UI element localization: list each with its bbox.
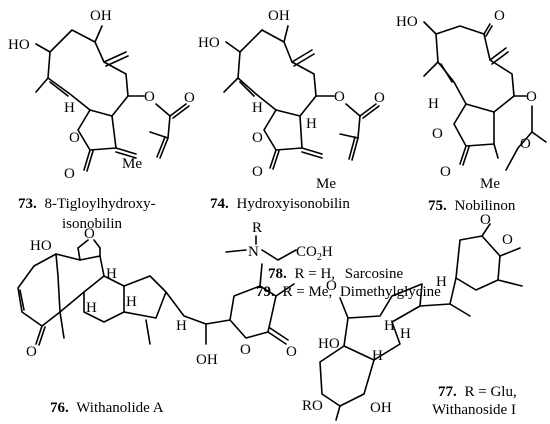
atom-o-74-ring: O (252, 130, 263, 146)
atom-r-78: R (252, 220, 262, 236)
caption-75-name: Nobilinon (455, 198, 516, 214)
atom-h-77c: H (372, 348, 383, 364)
atom-o-74-ester: O (334, 89, 345, 105)
atom-ho-75: HO (396, 14, 418, 30)
caption-79: 79. R = Me, Dimethylglycine (256, 284, 441, 300)
atom-h-73: H (64, 100, 75, 116)
caption-77-line1: 77. R = Glu, (438, 384, 517, 400)
caption-73-line2: isonobilin (62, 216, 123, 232)
caption-73-line1: 73. 8-Tigloylhydroxy- (18, 196, 156, 212)
structure-75: HO O O H O O O Me (396, 8, 547, 192)
caption-78-r: R = H, (295, 266, 336, 282)
atom-h-76b: H (86, 300, 97, 316)
atom-me-74: Me (316, 176, 336, 192)
structure-74: OH HO O H H O O O Me (198, 8, 385, 192)
atom-o-74-ester2: O (374, 90, 385, 106)
atom-o-76-lac2: O (286, 344, 297, 360)
atom-ho-74: HO (198, 35, 220, 51)
atom-o-74-co: O (252, 164, 263, 180)
atom-h-75: H (428, 96, 439, 112)
atom-oh-73-top: OH (90, 8, 112, 24)
caption-75-number: 75. (428, 198, 447, 214)
atom-ro-77: RO (302, 398, 323, 414)
atom-h-76a: H (106, 266, 117, 282)
atom-o-75-ester2: O (520, 136, 531, 152)
caption-77-r: R = Glu, (465, 384, 517, 400)
caption-79-r: R = Me, (283, 284, 333, 300)
caption-77-line2: Withanoside I (432, 402, 516, 418)
structure-77: O O H O H H H HO RO OH (302, 212, 523, 421)
atom-o-75-co: O (440, 164, 451, 180)
atom-h-77d: H (400, 326, 411, 342)
caption-78: 78. R = H, Sarcosine (268, 266, 403, 282)
caption-79-number: 79. (256, 284, 275, 300)
caption-75: 75. Nobilinon (428, 198, 516, 214)
atom-o-76-lac: O (240, 342, 251, 358)
caption-76-name: Withanolide A (76, 400, 163, 416)
atom-h-76c: H (126, 294, 137, 310)
caption-74-name: Hydroxyisonobilin (237, 196, 351, 212)
atom-o-77-co: O (502, 232, 513, 248)
atom-h-74a: H (252, 100, 263, 116)
atom-oh-76: OH (196, 352, 218, 368)
atom-o-73-ring: O (69, 130, 80, 146)
structure-73: OH HO O H O O O Me (8, 8, 195, 182)
caption-78-number: 78. (268, 266, 287, 282)
atom-o-77-epox: O (326, 278, 337, 294)
atom-me-75: Me (480, 176, 500, 192)
atom-co2h: CO2H (296, 244, 333, 263)
structure-78-79: R N CO2H (225, 220, 333, 263)
caption-76-number: 76. (50, 400, 69, 416)
caption-74-number: 74. (210, 196, 229, 212)
caption-73-number: 73. (18, 196, 37, 212)
atom-o-76-epox: O (84, 226, 95, 242)
atom-o-73-co: O (64, 166, 75, 182)
atom-o-73-ester2: O (184, 90, 195, 106)
atom-o-75-ketone: O (494, 8, 505, 24)
atom-ho-73: HO (8, 37, 30, 53)
atom-h-74b: H (306, 116, 317, 132)
atom-o-75-ester: O (526, 89, 537, 105)
caption-79-name: Dimethylglycine (340, 284, 441, 300)
atom-me-73: Me (122, 156, 142, 172)
atom-ho-77: HO (318, 336, 340, 352)
caption-77-number: 77. (438, 384, 457, 400)
caption-74: 74. Hydroxyisonobilin (210, 196, 350, 212)
atom-o-77-ring: O (480, 212, 491, 228)
atom-o-73-ester: O (144, 89, 155, 105)
caption-76: 76. Withanolide A (50, 400, 164, 416)
atom-oh-77: OH (370, 400, 392, 416)
caption-73-name: 8-Tigloylhydroxy- (45, 196, 156, 212)
atom-h-77a: H (436, 274, 447, 290)
caption-78-name: Sarcosine (345, 266, 404, 282)
structure-76: HO O O H H H OH H O O (17, 226, 297, 368)
atom-o-75-ring: O (432, 126, 443, 142)
atom-o-76-ketone: O (26, 344, 37, 360)
atom-n-78: N (248, 244, 259, 260)
atom-h-76d: H (176, 318, 187, 334)
atom-h-77b: H (384, 318, 395, 334)
atom-oh-74-top: OH (268, 8, 290, 24)
atom-ho-76: HO (30, 238, 52, 254)
